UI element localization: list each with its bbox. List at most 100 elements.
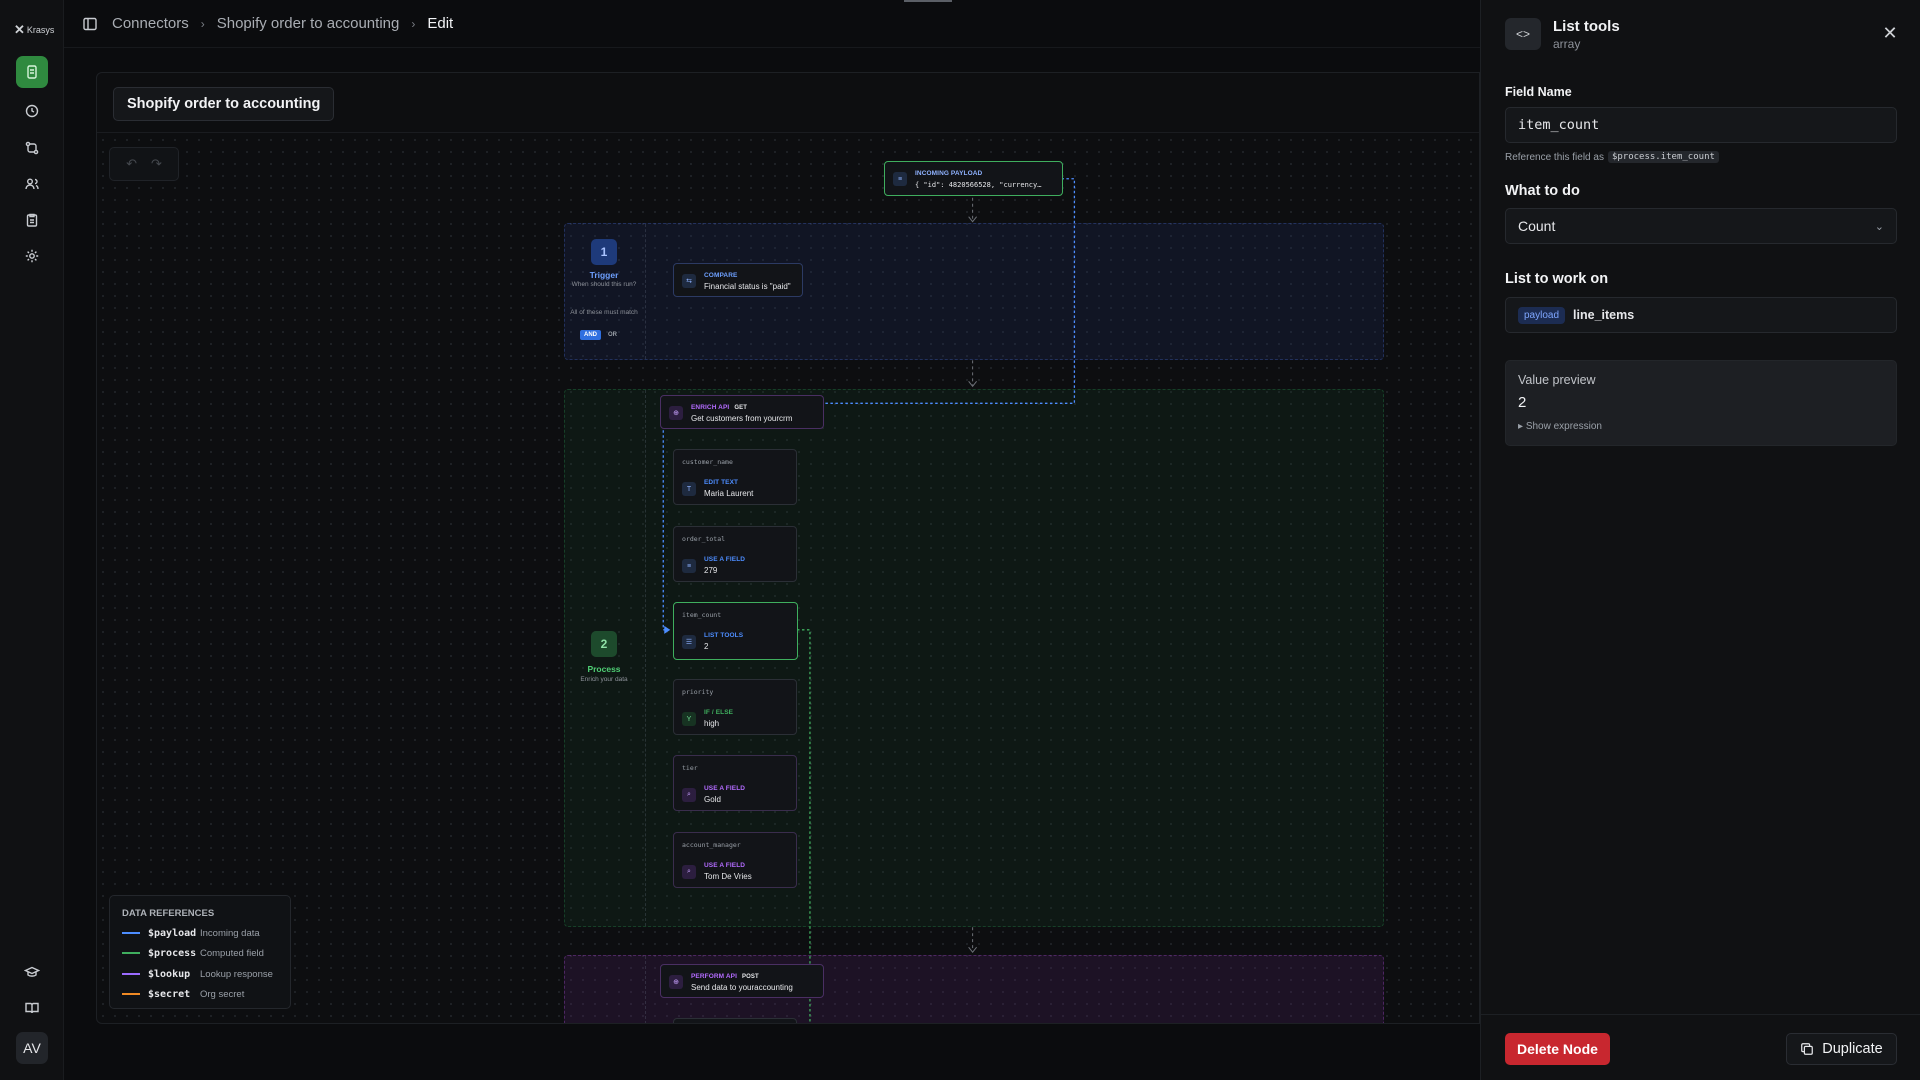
node-inspector-panel: <> List tools array ✕ Field Name item_co… bbox=[1480, 0, 1920, 1080]
trigger-rule-hint: All of these must match bbox=[570, 309, 638, 316]
and-button[interactable]: AND bbox=[580, 330, 601, 340]
reference-hint: Reference this field as$process.item_cou… bbox=[1505, 151, 1719, 163]
duplicate-button[interactable]: Duplicate bbox=[1786, 1033, 1897, 1065]
step-badge-trigger: 1 bbox=[591, 239, 617, 265]
node-kind: COMPARE bbox=[704, 272, 738, 279]
settings-gear-icon[interactable] bbox=[16, 240, 48, 272]
compare-arrows-icon: ⇆ bbox=[682, 274, 696, 288]
list-to-work-on-label: List to work on bbox=[1505, 271, 1609, 287]
list-icon: ☰ bbox=[682, 635, 696, 649]
globe-icon: ⊕ bbox=[669, 975, 683, 989]
panel-footer: Delete Node Duplicate bbox=[1481, 1014, 1920, 1080]
list-source-value: line_items bbox=[1573, 308, 1635, 322]
breadcrumb: Connectors › Shopify order to accounting… bbox=[112, 15, 453, 32]
clipboard-icon[interactable] bbox=[16, 204, 48, 236]
breadcrumb-flow[interactable]: Shopify order to accounting bbox=[216, 15, 400, 32]
search-icon: ⌕ bbox=[682, 788, 696, 802]
value-preview: Value preview 2 ▸ Show expression bbox=[1505, 360, 1897, 446]
step-label-process: Process bbox=[587, 664, 621, 674]
preview-value: 2 bbox=[1518, 394, 1527, 411]
history-icon[interactable] bbox=[16, 95, 48, 127]
and-or-toggle: AND OR bbox=[580, 330, 620, 340]
code-brackets-icon: <> bbox=[1505, 18, 1541, 50]
field-value: Tom De Vries bbox=[704, 872, 752, 881]
academy-cap-icon[interactable] bbox=[16, 956, 48, 988]
field-value: Gold bbox=[704, 795, 721, 804]
copy-icon bbox=[1801, 1043, 1814, 1055]
incoming-payload-node[interactable]: ≡ INCOMING PAYLOAD { "id": 4820566528, "… bbox=[884, 161, 1063, 196]
trigger-question: When should this run? bbox=[571, 281, 637, 288]
field-value: 279 bbox=[704, 566, 718, 575]
field-value: high bbox=[704, 719, 720, 728]
flow-canvas[interactable]: Shopify order to accounting ↶ ↷ bbox=[96, 72, 1480, 1024]
field-node-tier[interactable]: tier ⌕ USE A FIELD Gold bbox=[673, 755, 797, 811]
delete-node-button[interactable]: Delete Node bbox=[1505, 1033, 1610, 1065]
breadcrumb-connectors[interactable]: Connectors bbox=[112, 15, 189, 32]
flow-title[interactable]: Shopify order to accounting bbox=[113, 87, 335, 121]
legend-title: DATA REFERENCES bbox=[122, 908, 215, 919]
users-icon[interactable] bbox=[16, 168, 48, 200]
user-avatar[interactable]: AV bbox=[16, 1032, 48, 1064]
field-node-customer-name[interactable]: customer_name T EDIT TEXT Maria Laurent bbox=[673, 449, 797, 505]
field-name: item_count bbox=[682, 611, 722, 619]
canvas-header: Shopify order to accounting bbox=[97, 73, 1479, 133]
redo-icon[interactable]: ↷ bbox=[151, 156, 162, 171]
field-name: customer_name bbox=[682, 458, 733, 466]
close-icon[interactable]: ✕ bbox=[1882, 22, 1898, 43]
connectors-nav-icon[interactable] bbox=[16, 56, 48, 88]
field-node-account-manager[interactable]: account_manager ⌕ USE A FIELD Tom De Vri… bbox=[673, 832, 797, 888]
branch-icon: Y bbox=[682, 712, 696, 726]
field-value: 2 bbox=[704, 642, 709, 651]
field-name-input[interactable]: item_count bbox=[1505, 107, 1897, 143]
what-to-do-label: What to do bbox=[1505, 183, 1580, 199]
breadcrumb-current: Edit bbox=[427, 15, 454, 32]
preview-label: Value preview bbox=[1518, 373, 1596, 387]
node-kind: USE A FIELD bbox=[704, 556, 746, 563]
show-expression-toggle[interactable]: ▸ Show expression bbox=[1518, 421, 1602, 432]
operation-value: Count bbox=[1518, 218, 1556, 234]
field-name: account_manager bbox=[682, 841, 741, 849]
database-icon: ≡ bbox=[682, 559, 696, 573]
node-kind: IF / ELSE bbox=[704, 709, 734, 716]
text-icon: T bbox=[682, 482, 696, 496]
field-name: priority bbox=[682, 688, 714, 696]
operation-select[interactable]: Count ⌄ bbox=[1505, 208, 1897, 244]
undo-icon[interactable]: ↶ bbox=[126, 156, 137, 171]
app-logo[interactable]: ✕Krasys bbox=[14, 22, 55, 37]
field-name: tier bbox=[682, 764, 698, 772]
payload-preview: { "id": 4820566528, "currency… bbox=[915, 181, 1042, 189]
search-icon: ⌕ bbox=[682, 865, 696, 879]
undo-redo-group: ↶ ↷ bbox=[109, 147, 179, 181]
loading-indicator bbox=[904, 0, 952, 2]
field-node-order-total[interactable]: order_total ≡ USE A FIELD 279 bbox=[673, 526, 797, 582]
step-label-trigger: Trigger bbox=[589, 270, 619, 280]
node-kind: USE A FIELD bbox=[704, 862, 746, 869]
docs-book-icon[interactable] bbox=[16, 992, 48, 1024]
left-rail: ✕Krasys AV bbox=[0, 0, 64, 1080]
node-kind: LIST TOOLS bbox=[704, 632, 744, 639]
node-kind: INCOMING PAYLOAD bbox=[915, 170, 983, 177]
field-node-item-count-selected[interactable]: item_count ☰ LIST TOOLS 2 bbox=[673, 602, 798, 660]
top-bar: Connectors › Shopify order to accounting… bbox=[64, 0, 1480, 48]
chevron-right-icon: › bbox=[411, 16, 416, 31]
flows-icon[interactable] bbox=[16, 132, 48, 164]
field-node-priority[interactable]: priority Y IF / ELSE high bbox=[673, 679, 797, 735]
chevron-down-icon: ⌄ bbox=[1874, 220, 1884, 233]
perform-value: Send data to youraccounting bbox=[691, 983, 793, 992]
next-node-partial[interactable] bbox=[673, 1018, 797, 1023]
reference-code: $process.item_count bbox=[1607, 151, 1719, 163]
or-button[interactable]: OR bbox=[608, 332, 617, 338]
payload-chip: payload bbox=[1518, 306, 1566, 324]
compare-value: Financial status is "paid" bbox=[704, 282, 791, 291]
compare-node[interactable]: ⇆ COMPARE Financial status is "paid" bbox=[673, 263, 803, 297]
list-source-field[interactable]: payload line_items bbox=[1505, 297, 1897, 333]
sidebar-toggle-icon[interactable] bbox=[82, 16, 98, 32]
